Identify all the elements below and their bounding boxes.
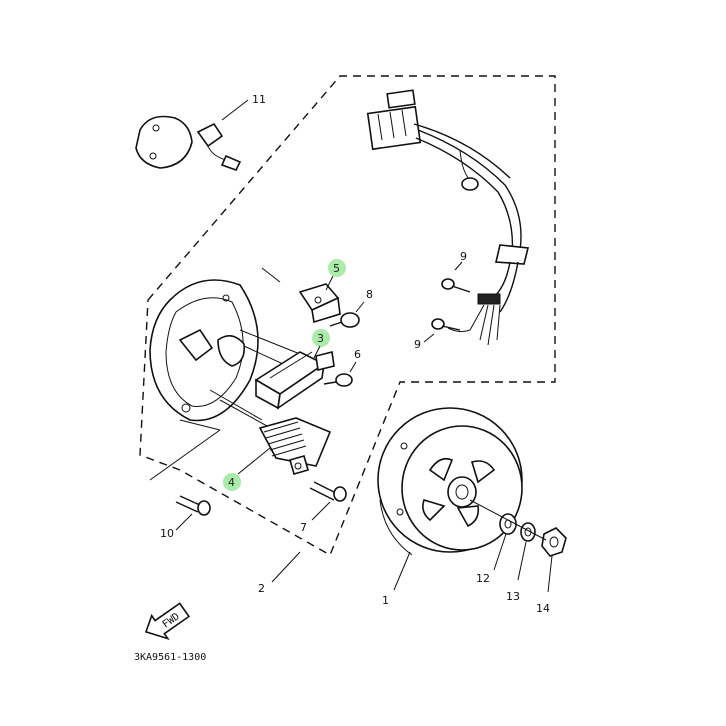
part-1-rotor (377, 407, 523, 591)
callout-10: 10 (160, 527, 174, 540)
callout-13: 13 (506, 590, 520, 603)
screw-10 (175, 495, 211, 531)
diagram-code: 3KA9561-1300 (134, 652, 206, 663)
part-5-pickup (298, 283, 341, 324)
leader-3 (313, 345, 321, 359)
callout-14: 14 (536, 602, 550, 615)
callout-9-lower: 9 (414, 338, 421, 351)
screw-9-lower (423, 318, 461, 343)
assembly-boundary (139, 75, 556, 557)
part-11-bracket (135, 99, 249, 171)
callout-8: 8 (366, 288, 373, 301)
highlight-3 (312, 329, 330, 347)
shaft-line (469, 499, 547, 541)
callout-6: 6 (354, 348, 361, 361)
callout-7: 7 (300, 521, 307, 534)
callout-12: 12 (476, 572, 490, 585)
wire-harness (366, 89, 529, 346)
leader-5 (325, 275, 334, 291)
fwd-arrow-icon: FWD (144, 602, 191, 641)
leader-2 (271, 551, 301, 583)
part-4-coil (258, 417, 332, 475)
screw-9-upper (441, 261, 471, 293)
callout-5: 5 (333, 262, 340, 275)
callout-2: 2 (258, 582, 265, 595)
screw-6 (323, 361, 357, 387)
callout-11: 11 (252, 93, 266, 106)
callout-3: 3 (317, 332, 324, 345)
screw-7 (309, 481, 347, 521)
leader-4 (237, 447, 271, 475)
stator-plate (149, 279, 259, 422)
callout-1: 1 (382, 594, 389, 607)
part-3-coil (254, 351, 335, 410)
callout-9-upper: 9 (460, 250, 467, 263)
part-13-lockwasher (517, 522, 536, 581)
screw-8 (329, 301, 365, 328)
highlight-4 (223, 473, 241, 491)
part-14-nut (541, 527, 567, 593)
highlight-5 (328, 259, 346, 277)
callout-4: 4 (228, 476, 235, 489)
